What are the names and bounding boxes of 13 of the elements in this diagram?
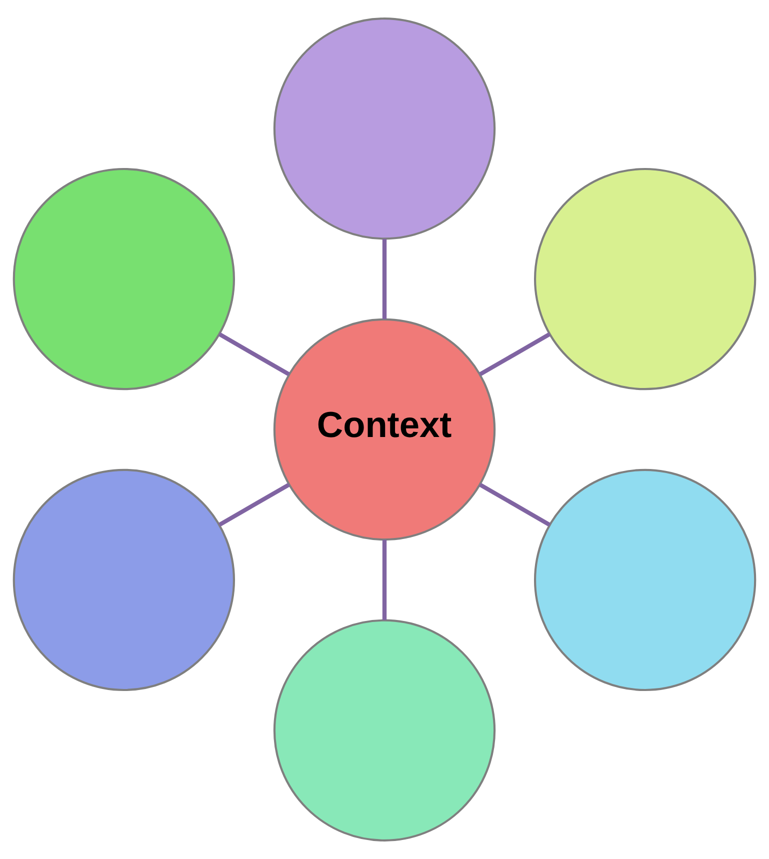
- node-circle: [273, 18, 496, 240]
- connector: [218, 332, 290, 376]
- node-circle: Context: [273, 318, 496, 541]
- connector: [479, 332, 551, 376]
- node-circle: [12, 468, 236, 692]
- connector: [382, 540, 387, 620]
- connector: [479, 482, 551, 527]
- node-circle: [534, 468, 756, 692]
- node-circle: [534, 168, 756, 390]
- node-circle: [273, 619, 496, 842]
- node-circle: [12, 168, 236, 390]
- connector: [382, 238, 387, 320]
- connector: [218, 482, 290, 527]
